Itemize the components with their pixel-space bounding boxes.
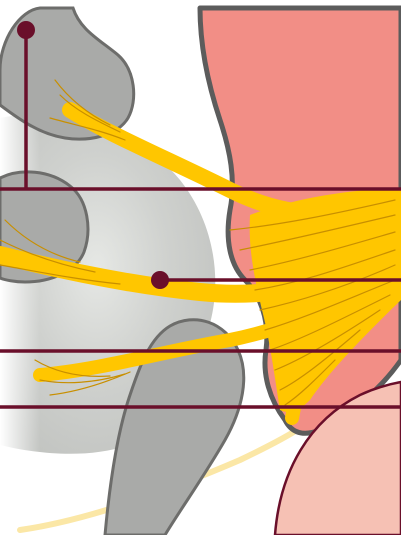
leader-marker-upper xyxy=(17,21,35,39)
leader-marker-middle xyxy=(151,271,169,289)
nerve-descending xyxy=(292,330,300,418)
